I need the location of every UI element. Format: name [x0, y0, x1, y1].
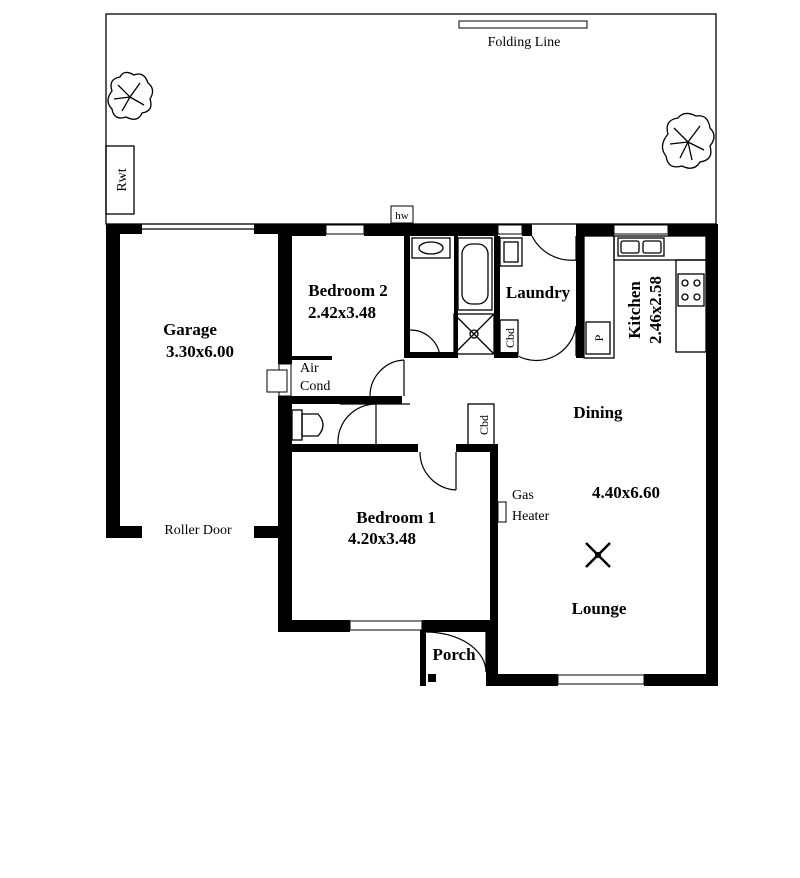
kitchen-bench [583, 235, 707, 359]
hot-water-unit [390, 205, 414, 224]
tree-icon [107, 71, 154, 120]
laundry-cupboard [499, 319, 519, 355]
bedroom1-dimensions: 4.20x3.48 [348, 529, 416, 548]
garage-dimensions: 3.30x6.00 [166, 342, 234, 361]
porch-label: Porch [432, 645, 476, 664]
garage-label: Garage [163, 320, 217, 339]
lounge-label: Lounge [572, 599, 627, 618]
window [613, 224, 669, 235]
gas-heater-label-2: Heater [512, 509, 550, 524]
basin-icon [411, 237, 451, 259]
folding-line-label: Folding Line [488, 35, 561, 50]
toilet-icon [291, 409, 324, 441]
window [349, 620, 423, 631]
gas-heater [497, 501, 507, 523]
bathtub-icon [457, 237, 493, 311]
hw-label: hw [395, 210, 409, 222]
window [497, 224, 523, 235]
pantry-label: P [592, 334, 606, 341]
laundry-label: Laundry [506, 283, 571, 302]
ceiling-fan-icon [585, 542, 611, 568]
laundry-cbd-label: Cbd [503, 328, 517, 348]
bedroom1-label: Bedroom 1 [356, 508, 436, 527]
folding-line-symbol [458, 20, 588, 29]
door-swings [337, 235, 577, 673]
air-cond-label-2: Cond [300, 379, 330, 394]
shower-icon [453, 313, 495, 355]
air-conditioner [266, 369, 288, 393]
window [325, 224, 365, 235]
air-cond-label-1: Air [300, 361, 319, 376]
rwt-label: Rwt [115, 168, 130, 191]
living-dimensions: 4.40x6.60 [592, 483, 660, 502]
tree-icon [661, 112, 715, 169]
dining-label: Dining [573, 403, 623, 422]
garage-walls [106, 224, 292, 538]
bedroom2-label: Bedroom 2 [308, 281, 388, 300]
stove-icon [677, 273, 705, 307]
backyard-boundary [105, 13, 717, 225]
laundry-tub-icon [499, 237, 523, 267]
house-walls [278, 224, 718, 686]
gas-heater-label-1: Gas [512, 488, 534, 503]
kitchen-dimensions: 2.46x2.58 [646, 276, 665, 344]
kitchen-label: Kitchen [625, 281, 644, 339]
roller-door-label: Roller Door [164, 523, 232, 538]
rainwater-tank [105, 145, 135, 215]
porch-post [428, 674, 436, 682]
bedroom2-dimensions: 2.42x3.48 [308, 303, 376, 322]
hall-cbd-label: Cbd [477, 415, 491, 435]
sink-icon [617, 237, 665, 257]
window [557, 674, 645, 685]
pantry [585, 321, 611, 355]
